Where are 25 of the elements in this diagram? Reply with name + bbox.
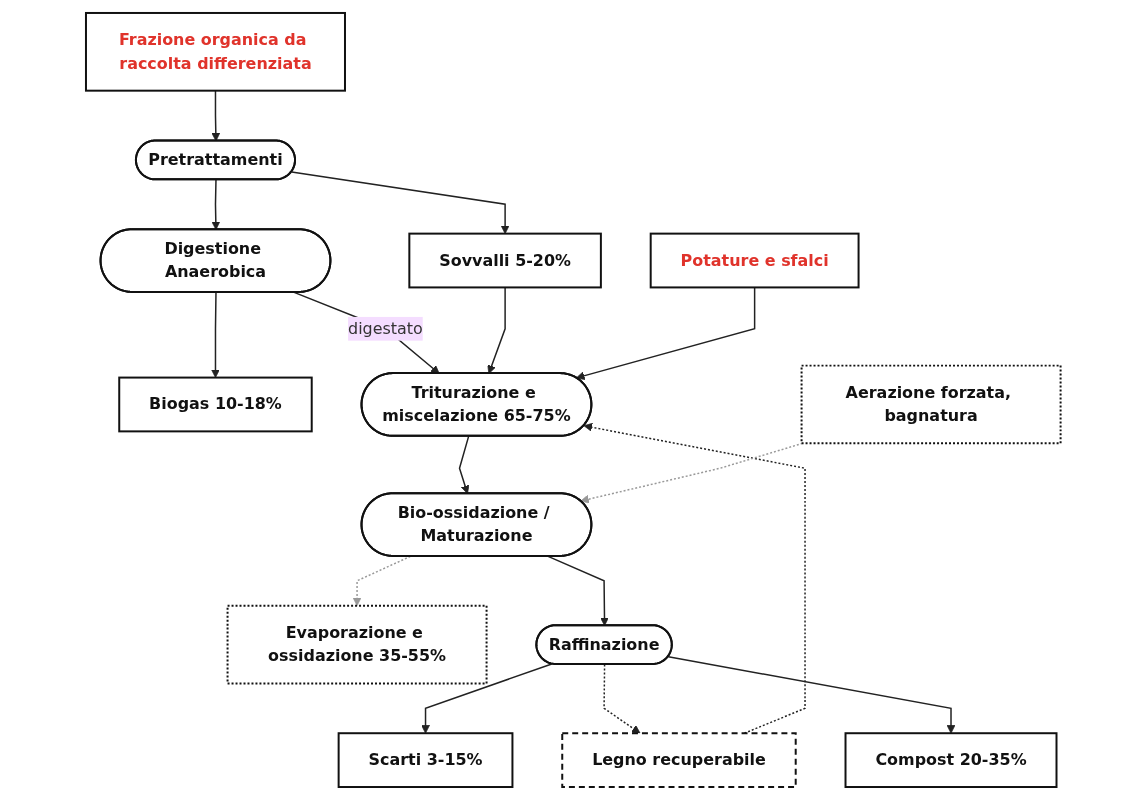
arrow	[583, 422, 806, 734]
arrow	[211, 89, 221, 142]
arrow	[667, 656, 956, 734]
arrow	[421, 663, 553, 734]
arrow	[547, 555, 610, 627]
arrow	[576, 286, 756, 381]
node-box: Scarti 3-15%	[337, 732, 514, 788]
arrow	[291, 171, 510, 235]
arrow	[580, 442, 804, 504]
arrow	[603, 663, 641, 734]
node-box: Compost 20-35%	[844, 732, 1058, 788]
arrow	[352, 555, 412, 607]
node-box: Aerazione forzata, bagnatura	[800, 364, 1062, 445]
arrow	[211, 291, 221, 378]
node-box: Potature e sfalci	[649, 232, 860, 289]
node-box: Frazione organica da raccolta differenziata	[85, 11, 347, 92]
arrow	[211, 179, 221, 231]
arrow	[458, 435, 470, 495]
node-box: Evaporazione e ossidazione 35-55%	[226, 604, 488, 685]
arrow	[293, 291, 440, 374]
node-box: Legno recuperabile	[561, 732, 797, 788]
node-box: Sovvalli 5-20%	[408, 232, 603, 289]
edge-label: digestato	[348, 318, 424, 338]
node-box: Biogas 10-18%	[118, 376, 313, 433]
arrow	[487, 286, 507, 374]
